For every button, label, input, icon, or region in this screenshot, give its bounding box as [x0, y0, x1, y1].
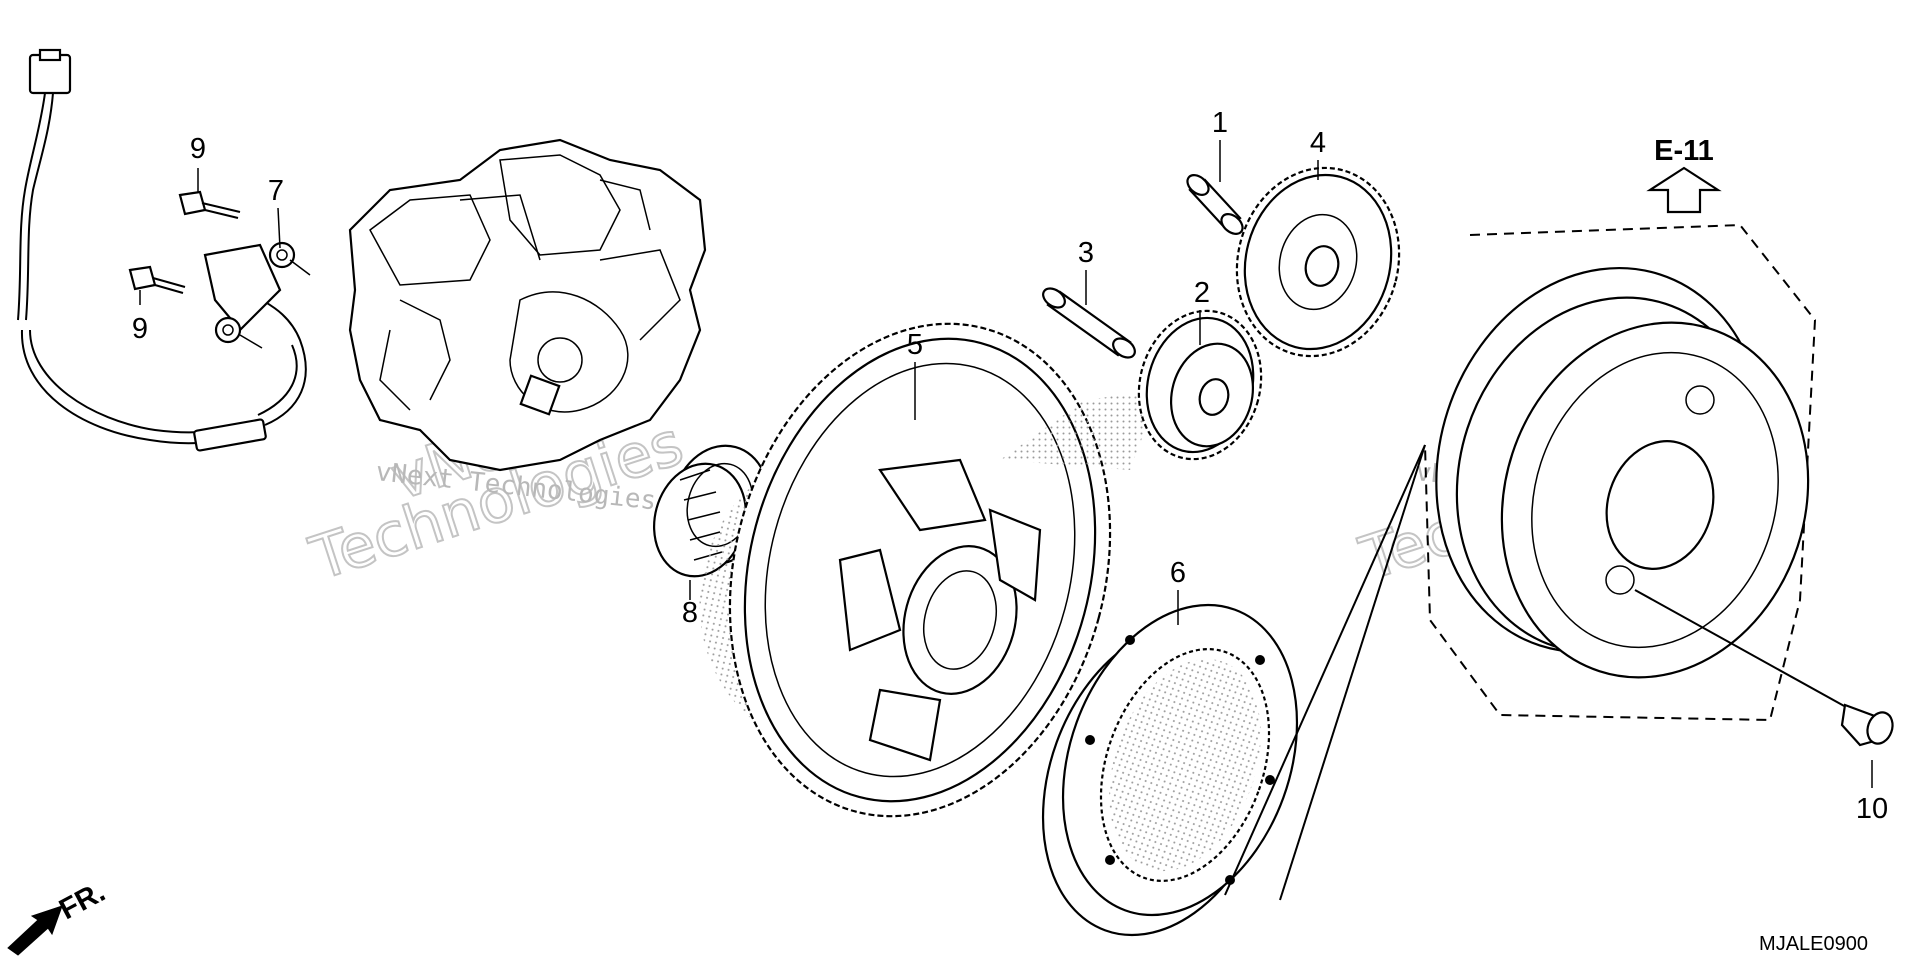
callout-9-upper: 9 [190, 133, 206, 165]
one-way-clutch [1041, 603, 1299, 937]
callouts: 1 2 3 4 5 6 7 8 9 9 10 [132, 107, 1888, 825]
sensor-harness [17, 48, 307, 452]
gear-projection-shading [1000, 390, 1160, 470]
reference-label: E-11 [1654, 135, 1714, 167]
front-direction-arrow: FR. [7, 876, 111, 956]
leader-lines [139, 140, 1873, 788]
callout-3: 3 [1078, 237, 1094, 269]
callout-9-lower: 9 [132, 313, 148, 345]
engine-block [348, 138, 707, 472]
callout-1: 1 [1212, 107, 1228, 139]
idle-gear-large [1235, 166, 1401, 358]
callout-5: 5 [907, 329, 923, 361]
rotor-reference-group [1224, 223, 1856, 901]
reduction-gear-small [1137, 309, 1263, 461]
bolt-upper [178, 190, 241, 219]
socket-bolt [1840, 703, 1894, 747]
callout-2: 2 [1194, 277, 1210, 309]
callout-10: 10 [1856, 793, 1888, 825]
bolt-lower [128, 265, 186, 294]
idle-gear-shaft-3 [1042, 287, 1136, 359]
starter-driven-gear [699, 322, 1112, 818]
callout-8: 8 [682, 597, 698, 629]
front-label: FR. [54, 876, 110, 926]
callout-7: 7 [268, 175, 284, 207]
pulser-bracket [203, 241, 311, 349]
callout-4: 4 [1310, 127, 1326, 159]
reference-arrow: E-11 [1646, 135, 1722, 214]
diagram-code: MJALE0900 [1759, 933, 1868, 955]
idle-gear-shaft-1 [1186, 174, 1244, 235]
callout-6: 6 [1170, 557, 1186, 589]
